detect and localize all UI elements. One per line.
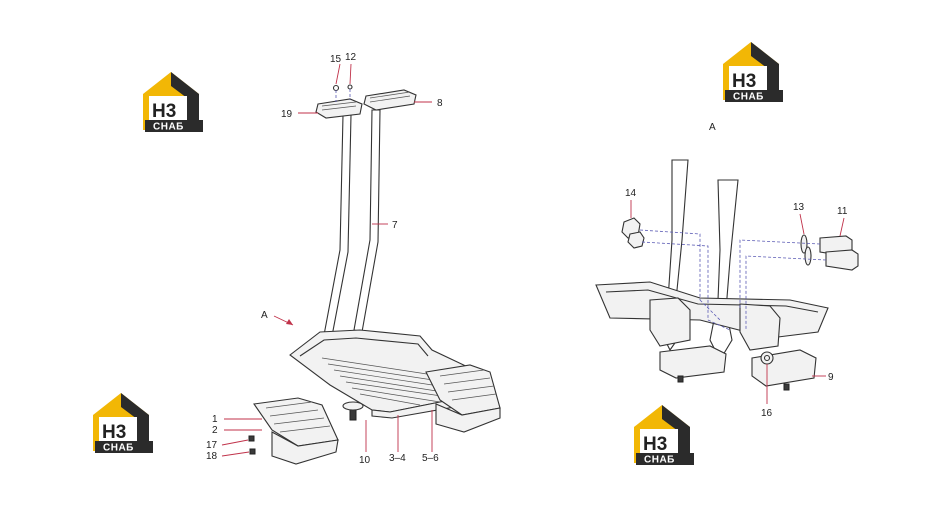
leader-lines: [221, 63, 845, 457]
bolt-16: [760, 351, 774, 365]
logo-bottom-right: Н3 СНАБ: [634, 405, 694, 466]
pedal-left: [253, 397, 339, 447]
label-17: 17: [206, 440, 218, 451]
label-12: 12: [345, 52, 357, 63]
logo-letters: Н3: [152, 101, 176, 122]
label-16: 16: [761, 408, 773, 419]
label-15: 15: [330, 54, 342, 65]
label-10: 10: [359, 455, 371, 466]
label-1: 1: [212, 414, 218, 425]
logo-brand: СНАБ: [103, 443, 134, 454]
grip-right: [363, 89, 417, 111]
bracket-right: [739, 303, 781, 351]
pole-left: [323, 114, 352, 337]
logo-letters: Н3: [643, 434, 667, 455]
logo-brand: СНАБ: [733, 92, 764, 103]
label-5-6: 5–6: [422, 453, 439, 464]
label-7: 7: [392, 220, 398, 231]
label-view-a-title: A: [709, 122, 716, 133]
bracket-left: [649, 297, 691, 347]
logo-top-left: Н3 СНАБ: [143, 72, 203, 133]
screw-15: [332, 84, 340, 92]
label-9: 9: [828, 372, 834, 383]
logo-brand: СНАБ: [644, 455, 675, 466]
logo-letters: Н3: [102, 422, 126, 443]
main-assembly: [248, 84, 501, 465]
washer-18: [249, 448, 256, 455]
label-3-4: 3–4: [389, 453, 406, 464]
nut-17: [248, 435, 255, 442]
label-14: 14: [625, 188, 637, 199]
label-18: 18: [206, 451, 218, 462]
block-left: [659, 345, 727, 379]
label-19: 19: [281, 109, 293, 120]
logo-brand: СНАБ: [153, 122, 184, 133]
label-13: 13: [793, 202, 805, 213]
callout-labels: 1 2 17 18 19 8 7 15 12 10 3–4 5–6 A A 14…: [206, 52, 848, 466]
logo-bottom-left: Н3 СНАБ: [93, 393, 153, 454]
logo-top-right: Н3 СНАБ: [723, 42, 783, 103]
pole-right: [353, 109, 381, 333]
pin-12: [347, 84, 353, 90]
detail-view-a: [595, 159, 859, 391]
label-view-a-arrow: A: [261, 310, 268, 321]
label-11: 11: [837, 206, 848, 217]
label-8: 8: [437, 98, 443, 109]
label-2: 2: [212, 425, 218, 436]
detail-pole-right: [709, 179, 739, 362]
logo-letters: Н3: [732, 71, 756, 92]
